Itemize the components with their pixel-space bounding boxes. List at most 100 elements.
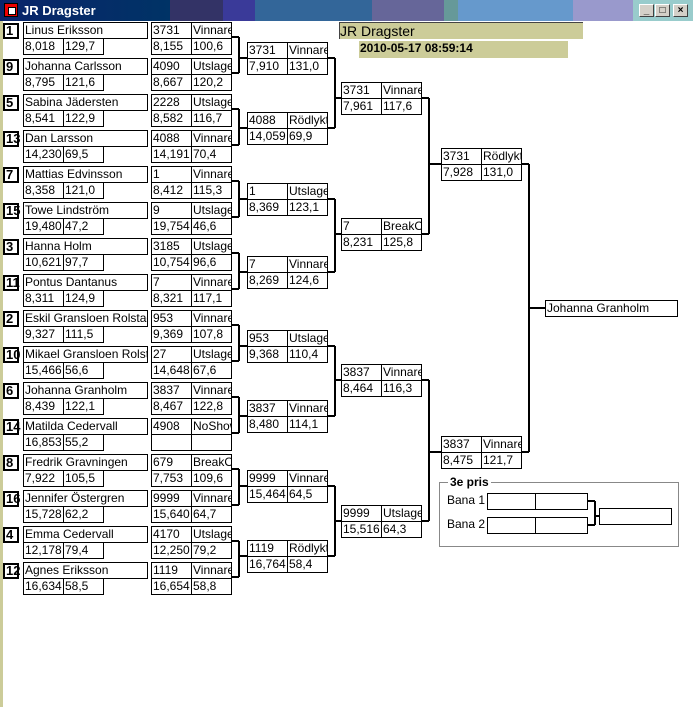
entrant-name[interactable]: Mikael Gransloen Rolstad	[23, 346, 148, 363]
round1-result-status[interactable]: Vinnare	[191, 562, 232, 579]
entrant-name[interactable]: Mattias Edvinsson	[23, 166, 148, 183]
entrant-name[interactable]: Johanna Carlsson	[23, 58, 148, 75]
round1-result-time[interactable]: 8,412	[151, 182, 192, 199]
quarterfinal-time[interactable]: 9,368	[247, 346, 288, 363]
entrant-name[interactable]: Agnes Eriksson	[23, 562, 148, 579]
quarterfinal-speed[interactable]: 64,5	[287, 486, 328, 503]
quarterfinal-speed[interactable]: 123,1	[287, 199, 328, 216]
entrant-qual-time[interactable]: 10,621	[23, 254, 64, 271]
entrant-name[interactable]: Johanna Granholm	[23, 382, 148, 399]
semifinal-speed[interactable]: 117,6	[381, 98, 422, 115]
entrant-qual-time[interactable]: 8,439	[23, 398, 64, 415]
third-place-lane1-a[interactable]	[487, 493, 536, 510]
quarterfinal-time[interactable]: 8,269	[247, 272, 288, 289]
entrant-qual-time[interactable]: 9,327	[23, 326, 64, 343]
round1-result-speed[interactable]: 122,8	[191, 398, 232, 415]
quarterfinal-car-id[interactable]: 3731	[247, 42, 288, 59]
round1-result-status[interactable]: Utslagen	[191, 238, 232, 255]
round1-result-status[interactable]: Vinnare	[191, 310, 232, 327]
entrant-qual-speed[interactable]: 121,6	[63, 74, 104, 91]
round1-result-speed[interactable]: 96,6	[191, 254, 232, 271]
entrant-name[interactable]: Linus Eriksson	[23, 22, 148, 39]
quarterfinal-car-id[interactable]: 1119	[247, 540, 288, 557]
entrant-qual-speed[interactable]: 105,5	[63, 470, 104, 487]
round1-result-car-id[interactable]: 9	[151, 202, 192, 219]
quarterfinal-speed[interactable]: 131,0	[287, 58, 328, 75]
third-place-lane2-b[interactable]	[535, 517, 588, 534]
quarterfinal-status[interactable]: Rödlykta	[287, 540, 328, 557]
round1-result-time[interactable]: 9,369	[151, 326, 192, 343]
final-status[interactable]: Rödlykta	[481, 148, 522, 165]
round1-result-car-id[interactable]: 953	[151, 310, 192, 327]
round1-result-speed[interactable]	[191, 434, 232, 451]
entrant-qual-time[interactable]: 7,922	[23, 470, 64, 487]
quarterfinal-time[interactable]: 8,480	[247, 416, 288, 433]
round1-result-time[interactable]: 16,654	[151, 578, 192, 595]
round1-result-status[interactable]: Vinnare	[191, 166, 232, 183]
quarterfinal-time[interactable]: 8,369	[247, 199, 288, 216]
round1-result-speed[interactable]: 115,3	[191, 182, 232, 199]
quarterfinal-speed[interactable]: 69,9	[287, 128, 328, 145]
quarterfinal-speed[interactable]: 114,1	[287, 416, 328, 433]
round1-result-car-id[interactable]: 27	[151, 346, 192, 363]
round1-result-status[interactable]: Vinnare	[191, 274, 232, 291]
round1-result-car-id[interactable]: 4170	[151, 526, 192, 543]
round1-result-speed[interactable]: 116,7	[191, 110, 232, 127]
entrant-name[interactable]: Matilda Cedervall	[23, 418, 148, 435]
round1-result-car-id[interactable]: 1	[151, 166, 192, 183]
entrant-qual-speed[interactable]: 47,2	[63, 218, 104, 235]
semifinal-speed[interactable]: 64,3	[381, 521, 422, 538]
round1-result-status[interactable]: Utslagen	[191, 202, 232, 219]
entrant-qual-speed[interactable]: 55,2	[63, 434, 104, 451]
entrant-qual-time[interactable]: 12,178	[23, 542, 64, 559]
final-time[interactable]: 8,475	[441, 452, 482, 469]
entrant-qual-time[interactable]: 15,466	[23, 362, 64, 379]
round1-result-time[interactable]: 10,754	[151, 254, 192, 271]
round1-result-car-id[interactable]: 7	[151, 274, 192, 291]
entrant-qual-speed[interactable]: 69,5	[63, 146, 104, 163]
round1-result-status[interactable]: Vinnare	[191, 22, 232, 39]
round1-result-car-id[interactable]: 4088	[151, 130, 192, 147]
quarterfinal-time[interactable]: 7,910	[247, 58, 288, 75]
entrant-qual-speed[interactable]: 56,6	[63, 362, 104, 379]
round1-result-car-id[interactable]: 2228	[151, 94, 192, 111]
entrant-qual-time[interactable]: 8,541	[23, 110, 64, 127]
entrant-qual-speed[interactable]: 129,7	[63, 38, 104, 55]
semifinal-speed[interactable]: 116,3	[381, 380, 422, 397]
entrant-name[interactable]: Hanna Holm	[23, 238, 148, 255]
round1-result-car-id[interactable]: 4908	[151, 418, 192, 435]
round1-result-status[interactable]: Utslagen	[191, 58, 232, 75]
entrant-qual-time[interactable]: 15,728	[23, 506, 64, 523]
quarterfinal-speed[interactable]: 58,4	[287, 556, 328, 573]
entrant-qual-speed[interactable]: 79,4	[63, 542, 104, 559]
round1-result-status[interactable]: Vinnare	[191, 382, 232, 399]
round1-result-speed[interactable]: 120,2	[191, 74, 232, 91]
round1-result-car-id[interactable]: 9999	[151, 490, 192, 507]
quarterfinal-car-id[interactable]: 4088	[247, 112, 288, 129]
final-time[interactable]: 7,928	[441, 164, 482, 181]
round1-result-car-id[interactable]: 3837	[151, 382, 192, 399]
close-button[interactable]: ×	[673, 4, 688, 17]
round1-result-car-id[interactable]: 3185	[151, 238, 192, 255]
round1-result-speed[interactable]: 70,4	[191, 146, 232, 163]
final-speed[interactable]: 131,0	[481, 164, 522, 181]
entrant-name[interactable]: Sabina Jädersten	[23, 94, 148, 111]
round1-result-speed[interactable]: 58,8	[191, 578, 232, 595]
final-status[interactable]: Vinnare	[481, 436, 522, 453]
entrant-qual-speed[interactable]: 97,7	[63, 254, 104, 271]
round1-result-speed[interactable]: 109,6	[191, 470, 232, 487]
round1-result-time[interactable]: 8,467	[151, 398, 192, 415]
quarterfinal-status[interactable]: Vinnare	[287, 470, 328, 487]
semifinal-status[interactable]: Utslagen	[381, 505, 422, 522]
semifinal-car-id[interactable]: 9999	[341, 505, 382, 522]
semifinal-car-id[interactable]: 3837	[341, 364, 382, 381]
entrant-qual-speed[interactable]: 62,2	[63, 506, 104, 523]
entrant-name[interactable]: Fredrik Gravningen	[23, 454, 148, 471]
quarterfinal-time[interactable]: 14,059	[247, 128, 288, 145]
round1-result-status[interactable]: NoShow	[191, 418, 232, 435]
quarterfinal-time[interactable]: 16,764	[247, 556, 288, 573]
round1-result-speed[interactable]: 67,6	[191, 362, 232, 379]
third-place-lane1-b[interactable]	[535, 493, 588, 510]
entrant-name[interactable]: Towe Lindström	[23, 202, 148, 219]
round1-result-speed[interactable]: 79,2	[191, 542, 232, 559]
